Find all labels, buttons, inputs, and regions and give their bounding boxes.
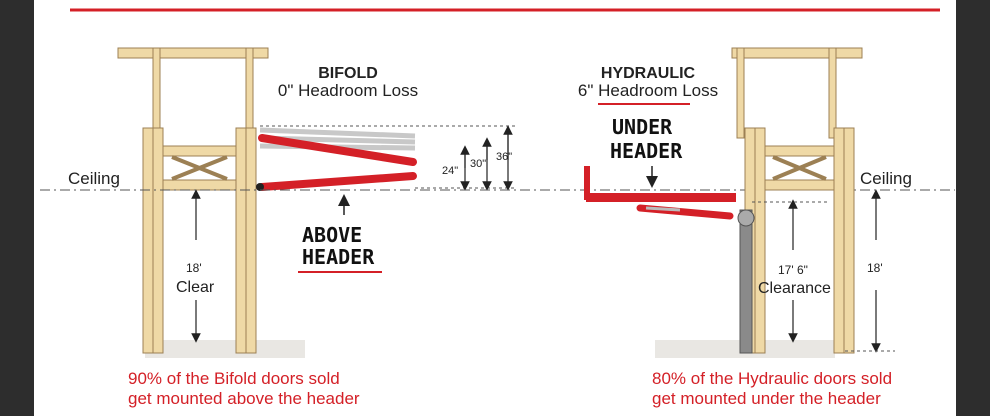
bifold-hinge: [256, 183, 264, 191]
bifold-clear-label: Clear: [176, 279, 215, 296]
hydraulic-title: HYDRAULIC: [601, 65, 696, 82]
under-header-line1: UNDER: [612, 115, 673, 139]
hydraulic-cross-brace: [772, 155, 827, 181]
above-header-line1: ABOVE: [302, 223, 362, 247]
hydraulic-post: [739, 209, 753, 354]
bifold-note-line2: get mounted above the header: [128, 389, 360, 408]
bifold-note-line1: 90% of the Bifold doors sold: [128, 369, 340, 388]
hydraulic-clear-height: 17' 6": [778, 263, 808, 277]
bifold-building-frame: [117, 47, 269, 354]
bifold-clear-height: 18': [186, 261, 202, 275]
bifold-dim-36: 36": [496, 151, 512, 163]
ceiling-label-left: Ceiling: [68, 169, 120, 188]
ceiling-label-right: Ceiling: [860, 169, 912, 188]
hydraulic-pivot: [737, 209, 755, 227]
hydraulic-note-line2: get mounted under the header: [652, 389, 881, 408]
bifold-dim-24: 24": [442, 165, 458, 177]
hydraulic-subtitle: 6" Headroom Loss: [578, 81, 718, 100]
left-ground: [145, 340, 305, 358]
bifold-title: BIFOLD: [318, 65, 378, 82]
hydraulic-clear-label: Clearance: [758, 280, 831, 297]
above-header-line2: HEADER: [302, 245, 375, 269]
bifold-door-red: [258, 134, 417, 191]
left-background-strip: [0, 0, 34, 416]
hydraulic-note-line1: 80% of the Hydraulic doors sold: [652, 369, 892, 388]
under-header-line2: HEADER: [610, 139, 683, 163]
bifold-dim-30: 30": [470, 158, 486, 170]
right-height: 18': [867, 261, 883, 275]
bifold-cross-brace: [171, 155, 228, 181]
bifold-subtitle: 0" Headroom Loss: [278, 81, 418, 100]
hydraulic-door-red: [584, 166, 736, 220]
right-background-strip: [956, 0, 990, 416]
bifold-dimension-arrows: [460, 125, 513, 191]
